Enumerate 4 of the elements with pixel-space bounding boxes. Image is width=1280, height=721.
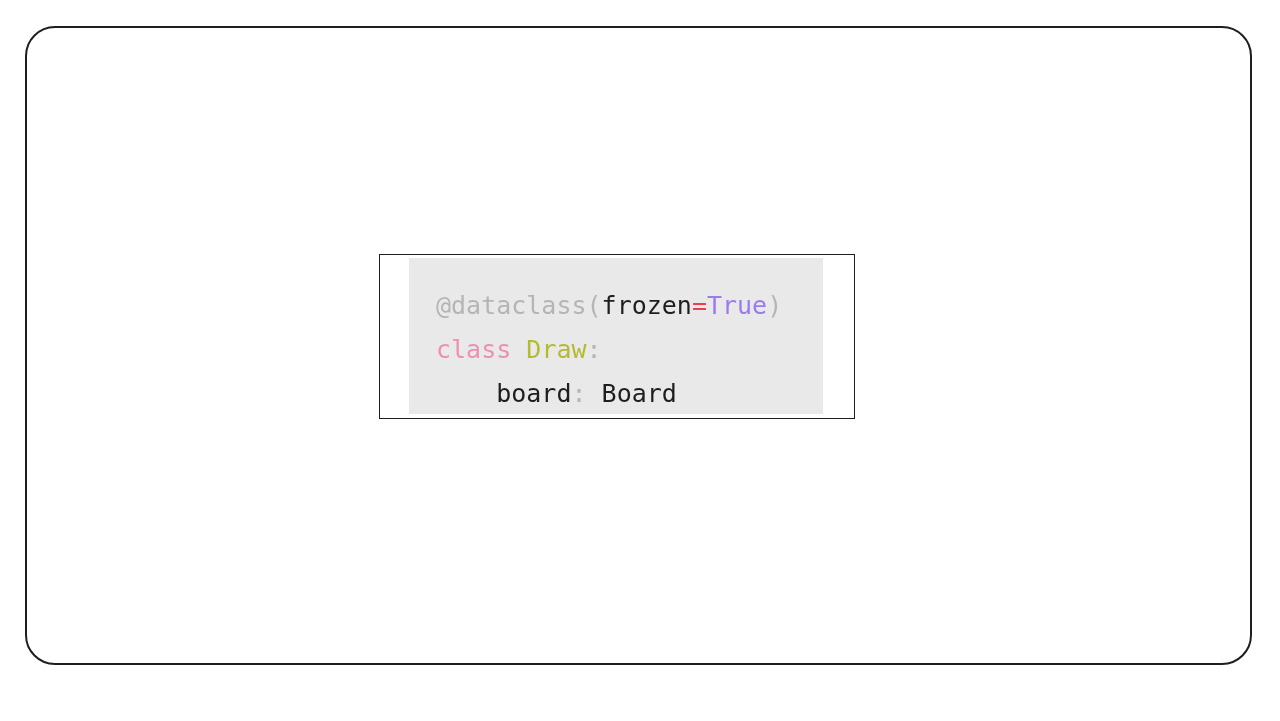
code-line: class Draw: bbox=[436, 334, 603, 366]
code-box bbox=[379, 254, 855, 419]
code-line: board: Board bbox=[495, 378, 678, 410]
rounded-frame bbox=[25, 26, 1252, 665]
